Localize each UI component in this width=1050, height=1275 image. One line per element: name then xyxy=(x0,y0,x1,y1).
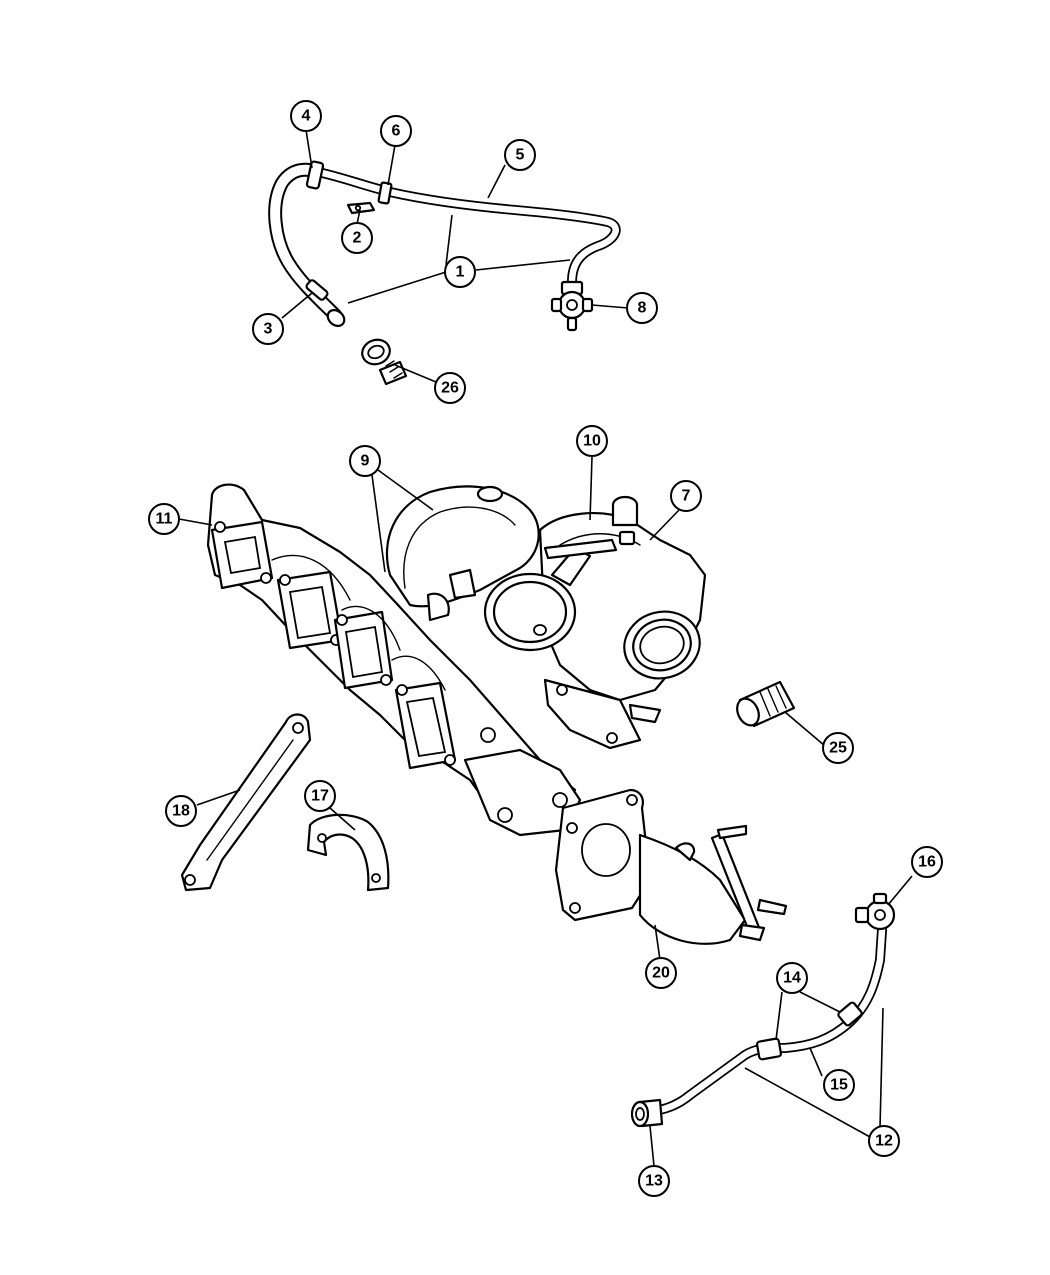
support-bracket-18 xyxy=(180,713,312,892)
callout-10: 10 xyxy=(576,425,608,457)
fitting-25 xyxy=(736,680,796,728)
callout-25: 25 xyxy=(822,732,854,764)
callout-label: 17 xyxy=(311,788,329,805)
fitting-26 xyxy=(361,338,408,386)
callout-label: 11 xyxy=(156,511,173,528)
callout-15: 15 xyxy=(823,1069,855,1101)
callout-label: 18 xyxy=(172,803,190,820)
callout-label: 14 xyxy=(783,970,801,987)
callout-3: 3 xyxy=(252,313,284,345)
turbocharger xyxy=(385,485,707,750)
callout-label: 16 xyxy=(918,854,936,871)
callout-label: 6 xyxy=(392,123,401,140)
callout-label: 10 xyxy=(583,433,601,450)
callout-label: 26 xyxy=(441,380,459,397)
callout-label: 3 xyxy=(264,321,273,338)
banjo-fitting xyxy=(550,280,594,332)
callout-label: 2 xyxy=(353,230,362,247)
oil-feed-tube-assembly xyxy=(630,892,896,1128)
callout-17: 17 xyxy=(304,780,336,812)
callout-label: 5 xyxy=(516,147,525,164)
callout-26: 26 xyxy=(434,372,466,404)
callout-5: 5 xyxy=(504,139,536,171)
callout-label: 4 xyxy=(302,108,311,125)
callout-label: 9 xyxy=(361,453,370,470)
callout-11: 11 xyxy=(148,503,180,535)
callout-13: 13 xyxy=(638,1165,670,1197)
callout-16: 16 xyxy=(911,846,943,878)
callout-4: 4 xyxy=(290,100,322,132)
callout-label: 13 xyxy=(645,1173,663,1190)
callout-1: 1 xyxy=(444,256,476,288)
exhaust-elbow-20 xyxy=(554,788,788,945)
callout-14: 14 xyxy=(776,962,808,994)
leader-lines xyxy=(178,129,913,1167)
callout-label: 25 xyxy=(829,740,847,757)
callout-label: 7 xyxy=(682,488,691,505)
callout-12: 12 xyxy=(868,1125,900,1157)
callout-label: 12 xyxy=(875,1133,893,1150)
exhaust-manifold xyxy=(206,483,582,837)
oil-return-hose-assembly xyxy=(268,160,621,332)
callout-label: 20 xyxy=(652,965,670,982)
callout-7: 7 xyxy=(670,480,702,512)
callout-20: 20 xyxy=(645,957,677,989)
callout-18: 18 xyxy=(165,795,197,827)
callout-label: 1 xyxy=(456,264,465,281)
callout-label: 8 xyxy=(638,300,647,317)
callout-6: 6 xyxy=(380,115,412,147)
callout-8: 8 xyxy=(626,292,658,324)
heat-shield-17 xyxy=(306,813,390,892)
callout-2: 2 xyxy=(341,222,373,254)
callout-label: 15 xyxy=(830,1077,848,1094)
callout-9: 9 xyxy=(349,445,381,477)
